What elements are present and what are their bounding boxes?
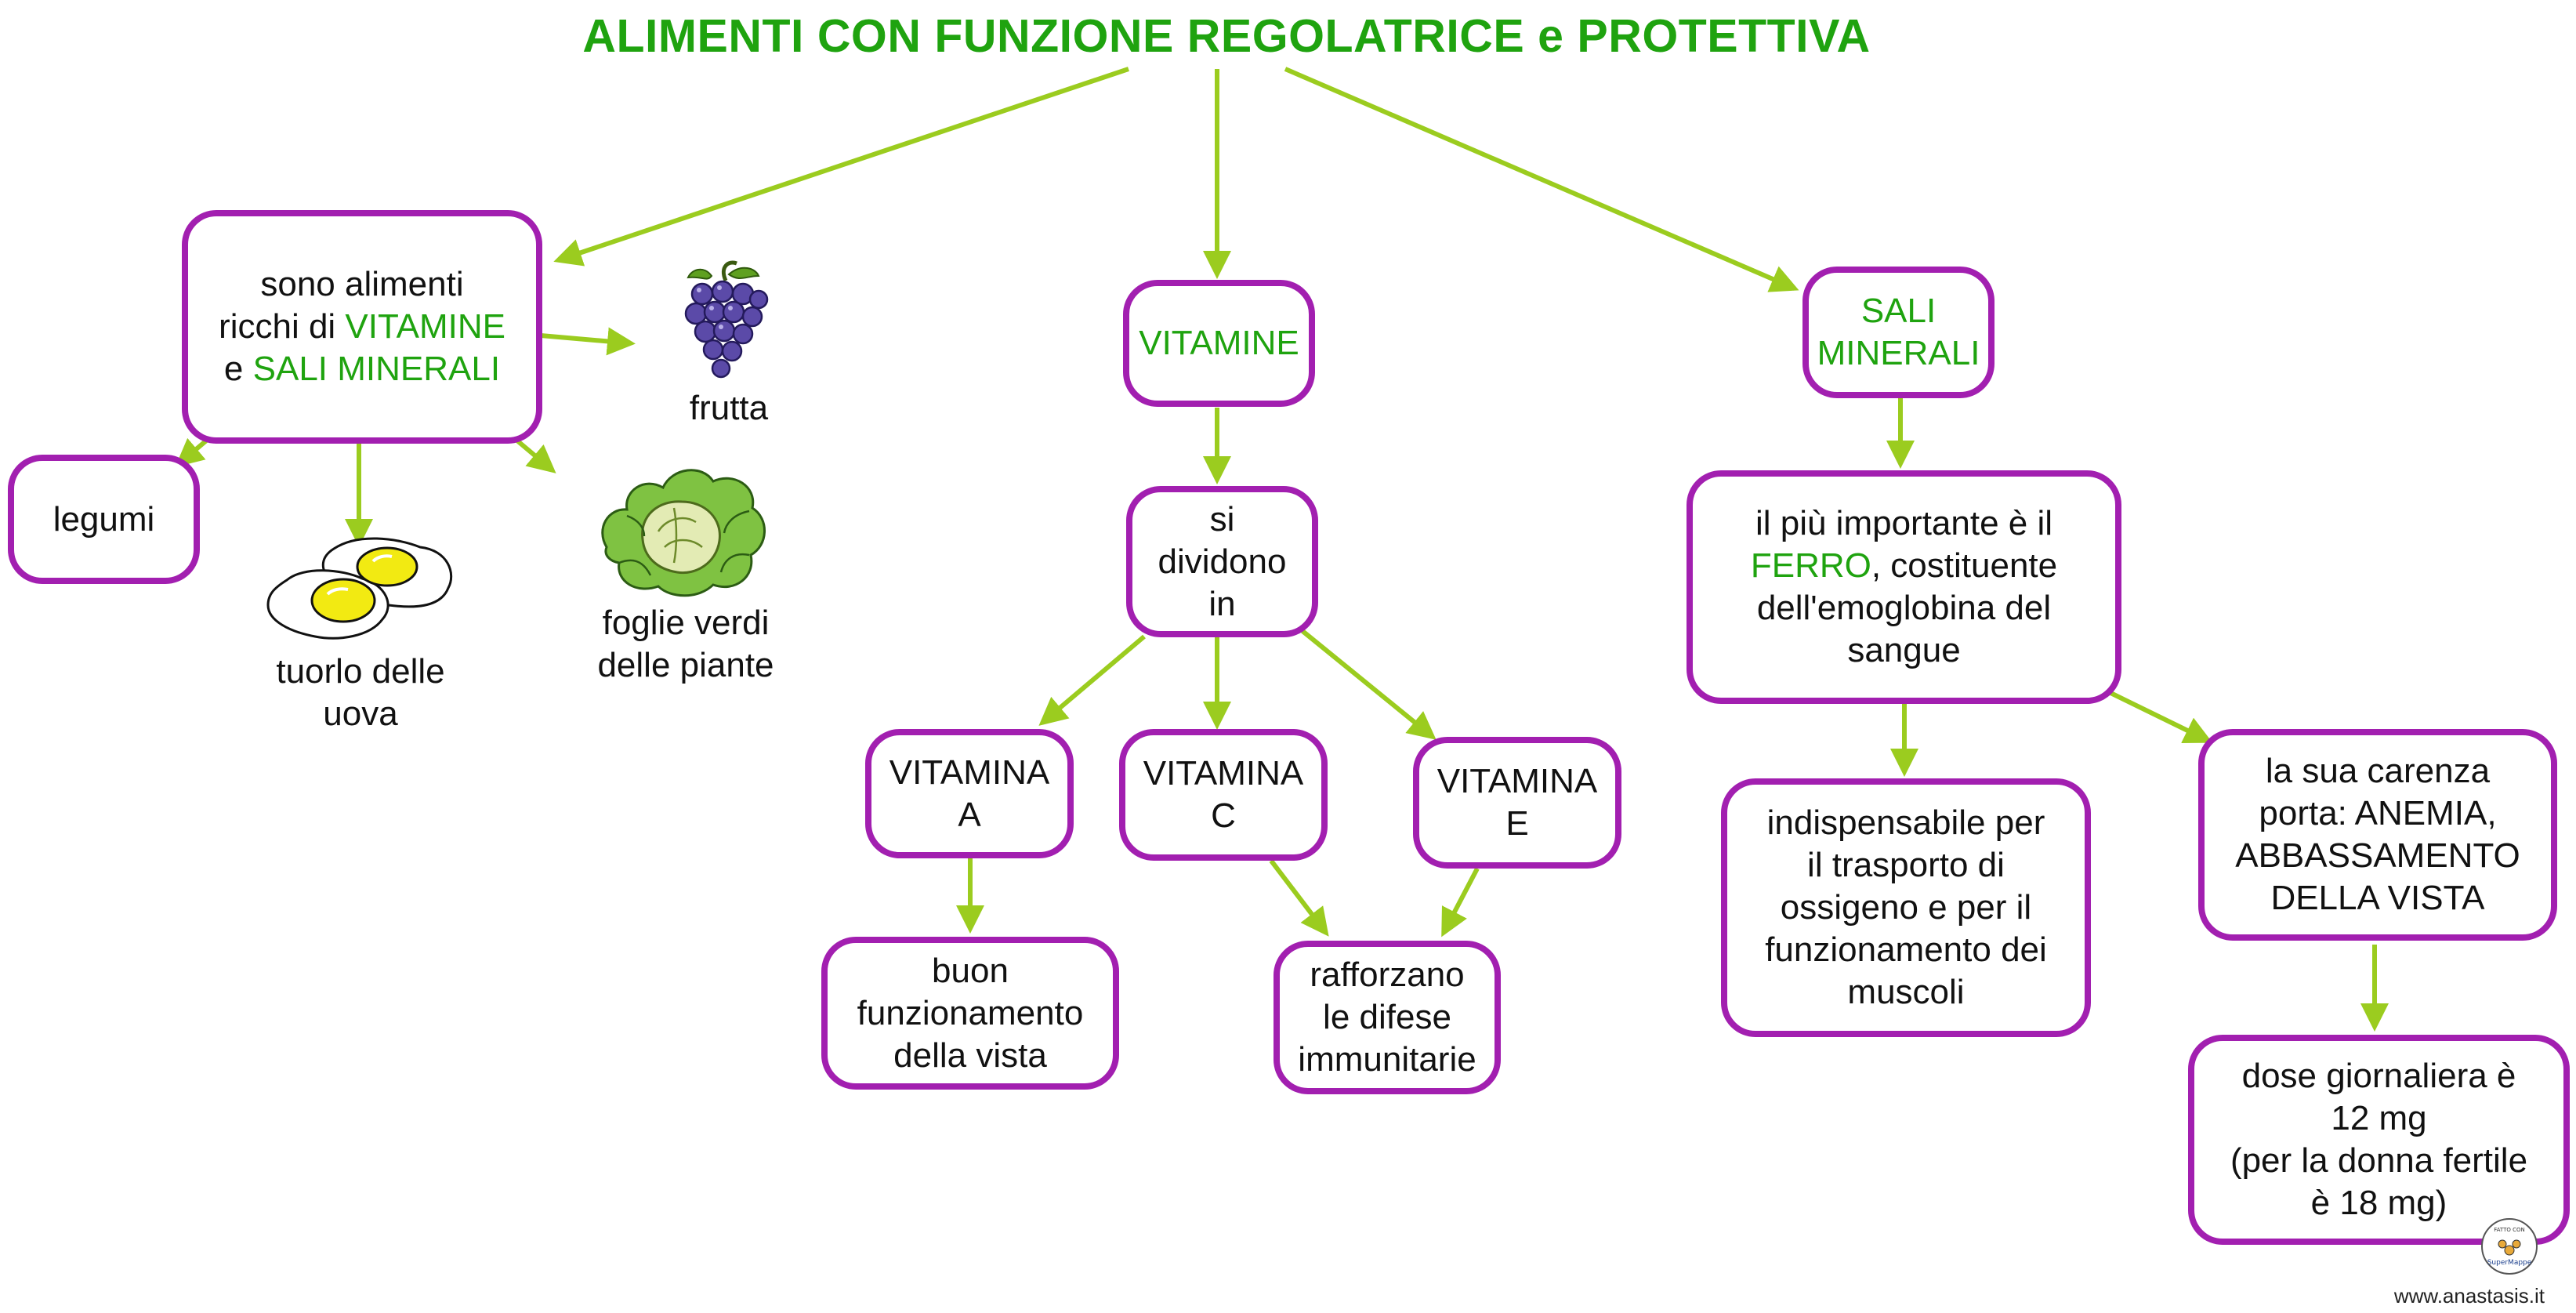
tuorlo-line2: delle uova	[323, 652, 445, 733]
caption-tuorlo: tuorlo delle uova	[259, 651, 462, 735]
vista-line3: della vista	[893, 1036, 1047, 1075]
intro-line2a: ricchi di	[219, 307, 346, 346]
intro-line3a: e	[223, 350, 253, 388]
node-ferro: il più importante è il FERRO, costituent…	[1687, 470, 2121, 704]
intro-line1: sono alimenti	[260, 265, 464, 303]
vitc-line2: C	[1211, 796, 1236, 835]
vita-line2: A	[958, 795, 981, 834]
node-si-dividono: si dividono in	[1126, 486, 1318, 637]
vista-line2: funzionamento	[857, 993, 1084, 1032]
intro-vitamine: VITAMINE	[345, 307, 505, 346]
difese-line1: rafforzano	[1310, 956, 1465, 994]
ferro-line3: dell'emoglobina del	[1756, 589, 2052, 627]
ferro-line2b: , costituente	[1871, 546, 2058, 585]
footer-site: www.anastasis.it	[2393, 1284, 2545, 1308]
vita-line1: VITAMINA	[889, 753, 1050, 792]
carenza-line4: DELLA VISTA	[2270, 879, 2485, 917]
caption-foglie: foglie verdi delle piante	[580, 602, 792, 687]
node-vitamina-a: VITAMINA A	[865, 729, 1074, 858]
node-intro: sono alimenti ricchi di VITAMINE e SALI …	[182, 210, 542, 444]
arrow-dividono-to-vita	[1038, 634, 1146, 726]
ferro-line4: sangue	[1847, 631, 1961, 669]
indisp-line2: il trasporto di	[1807, 846, 2005, 884]
arrow-vite-to-difese	[1441, 867, 1480, 938]
node-vitamina-c: VITAMINA C	[1119, 729, 1328, 861]
carenza-line1: la sua carenza	[2265, 752, 2491, 790]
vitamine-label: VITAMINE	[1139, 324, 1299, 362]
cabbage-icon	[601, 469, 766, 597]
difese-line3: immunitarie	[1298, 1040, 1476, 1079]
node-indispensabile: indispensabile per il trasporto di ossig…	[1721, 778, 2091, 1037]
dividono-line1: si	[1209, 499, 1235, 539]
arrow-intro-to-frutta	[540, 327, 636, 356]
dose-line3: (per la donna fertile	[2230, 1141, 2528, 1180]
node-sali-minerali: SALI MINERALI	[1802, 267, 1994, 398]
indisp-line4: funzionamento dei	[1765, 930, 2047, 969]
ferro-keyword: FERRO	[1750, 546, 1871, 585]
indisp-line1: indispensabile per	[1766, 803, 2045, 842]
arrow-intro-to-foglie	[512, 435, 556, 473]
carenza-line3: ABBASSAMENTO	[2235, 836, 2520, 875]
arrow-title-to-intro	[553, 67, 1129, 267]
page-title: ALIMENTI CON FUNZIONE REGOLATRICE e PROT…	[582, 10, 1871, 62]
dividono-line3: in	[1208, 584, 1236, 623]
legumi-label: legumi	[53, 499, 155, 539]
arrow-dividono-to-vite	[1301, 629, 1437, 740]
ferro-line1: il più importante è il	[1755, 504, 2053, 542]
supermappe-badge-icon: FATTO CON SuperMappe	[2481, 1218, 2538, 1275]
badge-bottom-text: SuperMappe	[2487, 1259, 2532, 1267]
node-vitamina-e: VITAMINA E	[1413, 737, 1621, 869]
fried-eggs-icon	[266, 537, 453, 640]
tuorlo-line1: tuorlo	[276, 652, 363, 691]
dose-line2: 12 mg	[2331, 1099, 2427, 1137]
node-difese: rafforzano le difese immunitarie	[1274, 941, 1501, 1094]
arrow-vitc-to-difese	[1269, 859, 1329, 937]
grapes-icon	[684, 260, 769, 379]
indisp-line5: muscoli	[1847, 973, 1965, 1011]
node-carenza: la sua carenza porta: ANEMIA, ABBASSAMEN…	[2198, 729, 2557, 941]
carenza-line2: porta: ANEMIA,	[2259, 794, 2497, 832]
foglie-line2: delle piante	[597, 646, 774, 684]
vitc-line1: VITAMINA	[1143, 754, 1304, 793]
arrow-title-to-sali	[1284, 67, 1799, 292]
arrow-ferro-to-carenza	[2103, 687, 2213, 743]
node-vitamine: VITAMINE	[1123, 280, 1315, 407]
dividono-line2: dividono	[1158, 542, 1287, 581]
intro-sali-minerali: SALI MINERALI	[252, 350, 501, 388]
indisp-line3: ossigeno e per il	[1780, 888, 2032, 927]
caption-frutta: frutta	[689, 389, 769, 427]
difese-line2: le difese	[1323, 998, 1451, 1036]
vite-line1: VITAMINA	[1437, 762, 1598, 800]
node-legumi: legumi	[8, 455, 200, 584]
node-vista: buon funzionamento della vista	[821, 937, 1119, 1090]
vite-line2: E	[1505, 804, 1529, 843]
vista-line1: buon	[932, 951, 1009, 990]
sali-line1: SALI	[1860, 292, 1937, 330]
sali-line2: MINERALI	[1817, 334, 1980, 372]
foglie-line1: foglie verdi	[602, 604, 770, 642]
dose-line4: è 18 mg)	[2310, 1184, 2447, 1222]
badge-top-text: FATTO CON	[2494, 1227, 2524, 1233]
node-dose: dose giornaliera è 12 mg (per la donna f…	[2188, 1035, 2570, 1245]
dose-line1: dose giornaliera è	[2241, 1057, 2516, 1095]
